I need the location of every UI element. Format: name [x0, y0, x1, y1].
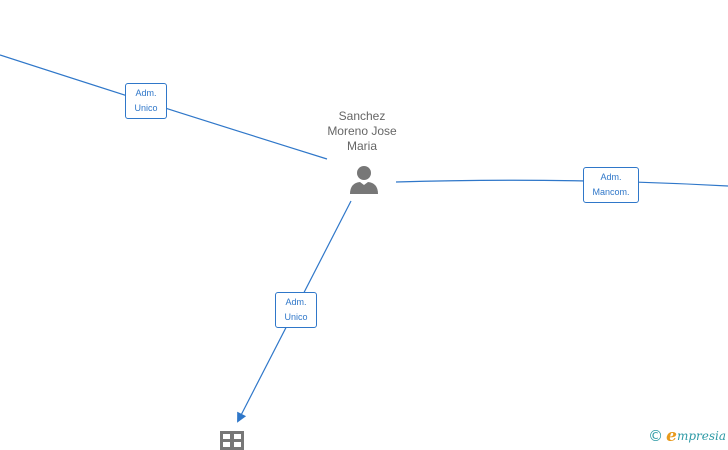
person-icon[interactable] — [348, 164, 380, 196]
empresia-watermark: © e mpresia — [648, 426, 726, 446]
edge-label-line: Mancom. — [592, 187, 630, 197]
brand-name: mpresia — [676, 429, 726, 443]
edge-line-right — [395, 179, 728, 187]
brand-initial: e — [666, 426, 677, 446]
edge-label-line: Adm. — [600, 172, 622, 182]
edge-label-line: Adm. — [285, 297, 307, 307]
person-name-line: Sanchez — [338, 109, 386, 123]
person-name[interactable]: Sanchez Moreno Jose Maria — [312, 109, 412, 154]
person-name-line: Moreno Jose — [327, 124, 397, 138]
edge-label-line: Adm. — [135, 88, 157, 98]
edge-label-adm-unico[interactable]: Adm. Unico — [125, 83, 167, 119]
edge-label-line: Unico — [134, 103, 158, 113]
building-icon[interactable] — [220, 431, 244, 450]
person-name-line: Maria — [346, 139, 377, 153]
edge-label-line: Unico — [284, 312, 308, 322]
edge-label-adm-mancom[interactable]: Adm. Mancom. — [583, 167, 639, 203]
copyright-icon: © — [648, 427, 664, 445]
edge-label-adm-unico-company[interactable]: Adm. Unico — [275, 292, 317, 328]
